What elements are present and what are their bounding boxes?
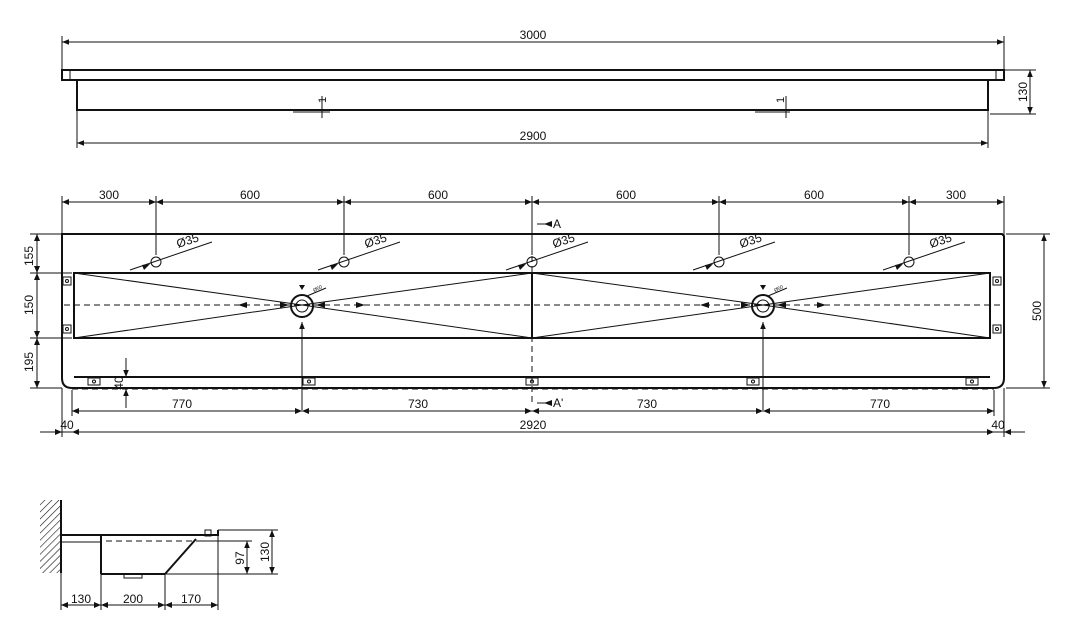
dim-drain-4: 770 <box>870 397 890 411</box>
dim-outer-height: 130 <box>258 542 272 562</box>
dim-drain-3: 730 <box>637 397 657 411</box>
drain-right-label: Ø50 <box>773 284 784 294</box>
tap-hole-1-label: Ø35 <box>175 230 201 250</box>
dim-row-1: 155 <box>22 246 36 266</box>
drain-right: Ø50 <box>751 284 788 410</box>
svg-text:1: 1 <box>317 97 329 103</box>
dim-edge-left: 40 <box>60 418 74 432</box>
tap-hole-2-label: Ø35 <box>363 230 389 250</box>
dim-small-depth: 40 <box>112 376 126 390</box>
dim-drain-1: 770 <box>172 397 192 411</box>
wall-hatch <box>40 500 61 573</box>
tap-hole-5-label: Ø35 <box>928 230 954 250</box>
dim-tap-4: 600 <box>616 188 636 202</box>
dim-inner-width: 2900 <box>520 129 547 143</box>
tap-hole-3: Ø35 <box>505 230 589 271</box>
front-view: 3000 1 1 130 2900 <box>61 28 1036 148</box>
drain-left-label: Ø50 <box>312 284 323 294</box>
dim-total: 2920 <box>520 418 547 432</box>
dim-inner-height: 97 <box>233 551 247 565</box>
drain-left: Ø50 <box>290 284 327 410</box>
front-body <box>76 79 989 111</box>
svg-text:1: 1 <box>775 97 787 103</box>
plan-view: 300 600 600 600 600 300 A <box>22 188 1050 437</box>
basin-outline <box>61 233 1005 389</box>
dim-front-height: 130 <box>1016 82 1030 102</box>
dim-edge-right: 40 <box>991 418 1005 432</box>
dim-depth: 500 <box>1030 301 1044 321</box>
tap-hole-4: Ø35 <box>692 230 776 271</box>
dim-overall-width: 3000 <box>520 28 547 42</box>
dim-row-2: 150 <box>22 295 36 315</box>
fixing-brackets <box>62 276 1002 386</box>
front-rim <box>61 69 1005 81</box>
dim-tap-3: 600 <box>428 188 448 202</box>
dim-section-3: 170 <box>181 592 201 606</box>
tap-hole-2: Ø35 <box>317 230 401 271</box>
dim-drain-2: 730 <box>408 397 428 411</box>
tap-hole-1: Ø35 <box>129 230 213 271</box>
dim-tap-6: 300 <box>946 188 966 202</box>
tap-hole-4-label: Ø35 <box>738 230 764 250</box>
dim-section-2: 200 <box>123 592 143 606</box>
dim-tap-5: 600 <box>804 188 824 202</box>
section-view: 97 130 130 200 170 <box>40 500 278 610</box>
dim-tap-2: 600 <box>240 188 260 202</box>
tap-hole-3-label: Ø35 <box>551 230 577 250</box>
section-label-a: A <box>553 217 561 231</box>
dim-section-1: 130 <box>71 592 91 606</box>
section-label-a-prime: A' <box>553 396 563 410</box>
dim-tap-1: 300 <box>99 188 119 202</box>
dim-row-3: 195 <box>22 352 36 372</box>
tap-hole-5: Ø35 <box>882 230 966 271</box>
